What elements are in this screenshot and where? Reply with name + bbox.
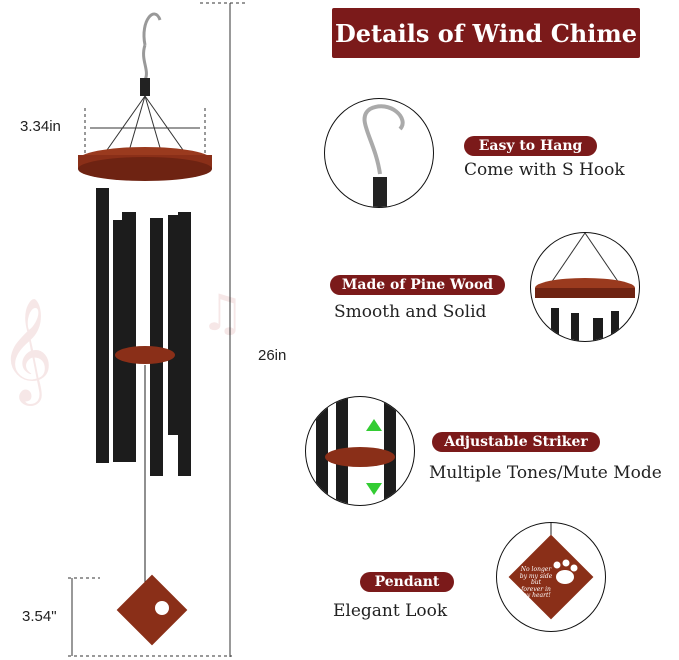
feature-label: Made of Pine Wood: [330, 275, 505, 295]
feature-description: Elegant Look: [333, 601, 448, 621]
height-dimension: 26in: [258, 347, 287, 364]
feature-description: Smooth and Solid: [334, 302, 487, 322]
feature-description: Come with S Hook: [464, 160, 625, 180]
wood-top-detail-image: [530, 232, 640, 342]
feature-label: Adjustable Striker: [432, 432, 600, 452]
music-note-watermark: 𝄞♫: [0, 284, 245, 406]
width-dimension: 3.34in: [20, 118, 61, 135]
page-title: Details of Wind Chime: [332, 8, 640, 58]
pendant-dimension: 3.54": [22, 608, 57, 625]
feature-description: Multiple Tones/Mute Mode: [429, 463, 662, 483]
pendant-inscription: No longer by my side but forever in my h…: [519, 566, 553, 600]
pendant-detail-image: No longer by my side but forever in my h…: [496, 522, 606, 632]
pendant-image: [116, 574, 188, 646]
svg-text:♫: ♫: [200, 284, 245, 342]
up-down-arrow-icon: [366, 419, 382, 495]
feature-label: Pendant: [360, 572, 454, 592]
svg-text:𝄞: 𝄞: [0, 297, 53, 406]
wind-chime-illustration: 𝄞♫: [0, 2, 245, 657]
paw-print-icon: [553, 559, 578, 584]
s-hook-detail-image: [324, 98, 434, 208]
striker-detail-image: [305, 396, 415, 506]
s-hook-icon: [142, 12, 162, 46]
feature-label: Easy to Hang: [464, 136, 597, 156]
